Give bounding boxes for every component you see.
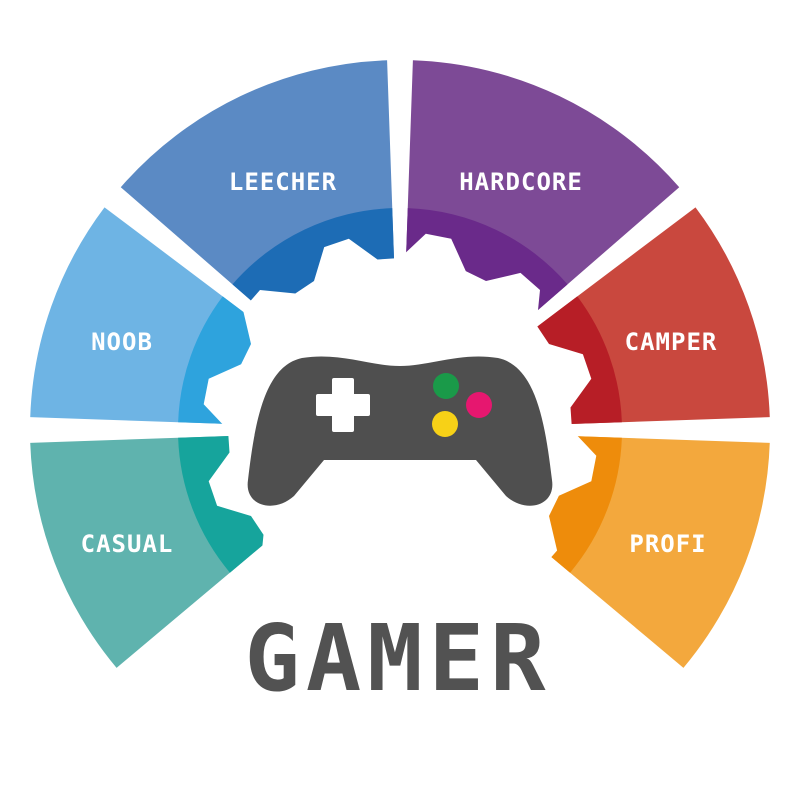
dpad-icon [316,378,370,432]
page-title: GAMER [245,605,552,712]
segment-leecher-label: LEECHER [229,168,337,196]
yellow-button-icon [432,411,458,437]
green-button-icon [433,373,459,399]
gamepad-icon [247,356,553,506]
pink-button-icon [466,392,492,418]
dpad-horizontal [316,394,370,416]
segment-hardcore-label: HARDCORE [459,168,583,196]
segment-camper-label: CAMPER [625,328,718,356]
segment-noob-label: NOOB [91,328,153,356]
segment-casual-label: CASUAL [81,530,174,558]
segment-profi-label: PROFI [629,530,706,558]
